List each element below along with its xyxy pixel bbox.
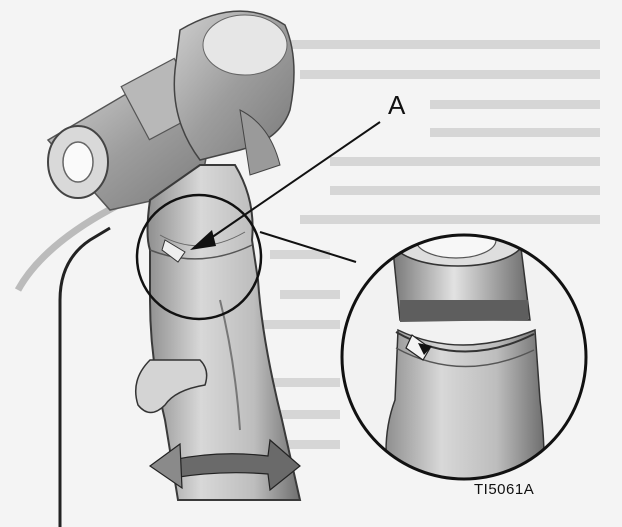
callout-pointer-line (207, 121, 381, 241)
zoom-circle-border (340, 233, 588, 481)
gun-body (146, 164, 302, 501)
gun-head (173, 10, 295, 176)
figure-id: TI5061A (474, 481, 535, 498)
zoom-leader-top (259, 231, 357, 263)
callout-label-a: A (388, 90, 406, 120)
zoom-detail (342, 235, 586, 479)
trigger (135, 359, 208, 414)
callout-arrowhead (190, 230, 216, 250)
hose (14, 201, 120, 527)
background-text-lines (240, 40, 600, 449)
detail-highlight-circle (135, 193, 263, 321)
rotation-arrow (148, 438, 301, 492)
